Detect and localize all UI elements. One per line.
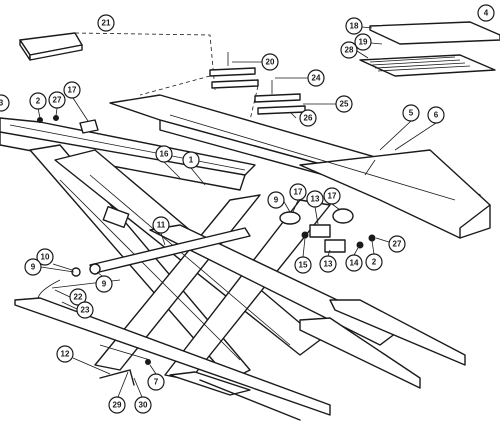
- svg-text:26: 26: [304, 114, 313, 123]
- svg-text:17: 17: [68, 86, 77, 95]
- callout-2-top: 2: [29, 92, 47, 119]
- svg-text:25: 25: [340, 100, 349, 109]
- callout-22: 23: [61, 301, 94, 319]
- svg-text:2: 2: [36, 97, 41, 106]
- svg-text:20: 20: [266, 58, 275, 67]
- svg-text:18: 18: [350, 22, 359, 31]
- svg-text:29: 29: [113, 401, 122, 410]
- callout-20: 20: [232, 53, 279, 71]
- svg-text:4: 4: [484, 9, 489, 18]
- svg-text:30: 30: [139, 401, 148, 410]
- callout-17-top: 17: [63, 81, 89, 122]
- callout-23: 22: [54, 288, 87, 306]
- svg-text:6: 6: [434, 111, 439, 120]
- svg-text:22: 22: [74, 293, 83, 302]
- cover-plates: [359, 21, 500, 77]
- callout-1: 1: [182, 151, 206, 186]
- svg-text:27: 27: [53, 96, 62, 105]
- svg-text:9: 9: [274, 196, 279, 205]
- callout-13-top: 13: [306, 190, 324, 225]
- callout-30: 30: [133, 377, 152, 414]
- center-hardware: [37, 115, 376, 253]
- callout-4: 4: [477, 4, 495, 22]
- rubber-pad-part: [19, 32, 216, 91]
- callout-16: 16: [155, 145, 181, 179]
- callout-26: 26: [289, 109, 317, 127]
- svg-text:17: 17: [294, 188, 303, 197]
- callout-19: 19: [354, 33, 383, 51]
- svg-text:11: 11: [157, 221, 166, 230]
- callout-13-bottom: 13: [319, 249, 337, 273]
- svg-text:21: 21: [102, 19, 111, 28]
- callout-5: 5: [379, 104, 420, 151]
- svg-text:7: 7: [154, 378, 159, 387]
- callout-15: 15: [294, 237, 312, 274]
- svg-text:13: 13: [311, 195, 320, 204]
- callout-9-left: 9: [24, 258, 75, 276]
- svg-text:14: 14: [350, 259, 359, 268]
- svg-text:17: 17: [328, 192, 337, 201]
- svg-text:9: 9: [102, 280, 107, 289]
- callout-10: 10: [36, 248, 73, 271]
- callout-18: 18: [345, 17, 373, 35]
- callout-17-right: 17: [323, 187, 341, 211]
- callout-27-top: 27: [48, 91, 66, 117]
- callout-6: 6: [394, 106, 445, 151]
- callout-27-bottom: 27: [375, 235, 406, 253]
- svg-text:23: 23: [81, 306, 90, 315]
- callout-29: 29: [108, 371, 129, 414]
- callout-21: 21: [97, 14, 115, 32]
- svg-text:12: 12: [61, 350, 70, 359]
- callout-9-top: 9: [267, 191, 291, 213]
- callout-9-low: 9: [95, 271, 113, 293]
- callout-25: 25: [303, 95, 353, 113]
- svg-text:2: 2: [372, 258, 377, 267]
- svg-text:10: 10: [41, 253, 50, 262]
- svg-text:27: 27: [393, 240, 402, 249]
- svg-text:1: 1: [189, 156, 194, 165]
- svg-text:24: 24: [312, 74, 321, 83]
- svg-text:16: 16: [160, 150, 169, 159]
- callout-7: 7: [147, 364, 165, 391]
- callout-2-bottom: 2: [365, 240, 383, 271]
- svg-text:15: 15: [299, 261, 308, 270]
- right-runway: [109, 94, 491, 239]
- tool-part: [99, 359, 151, 386]
- callout-17-mid: 17: [289, 183, 307, 213]
- svg-text:28: 28: [345, 46, 354, 55]
- callout-24: 24: [275, 69, 325, 87]
- svg-text:3: 3: [0, 99, 4, 108]
- svg-text:19: 19: [359, 38, 368, 47]
- callout-14: 14: [345, 247, 363, 272]
- callout-12: 12: [56, 345, 111, 375]
- base-rails: [14, 297, 466, 421]
- svg-text:5: 5: [409, 109, 414, 118]
- callout-28: 28: [340, 41, 369, 59]
- svg-text:9: 9: [31, 263, 36, 272]
- callout-11: 11: [152, 216, 170, 246]
- callout-3: 3: [0, 94, 10, 112]
- svg-text:13: 13: [324, 260, 333, 269]
